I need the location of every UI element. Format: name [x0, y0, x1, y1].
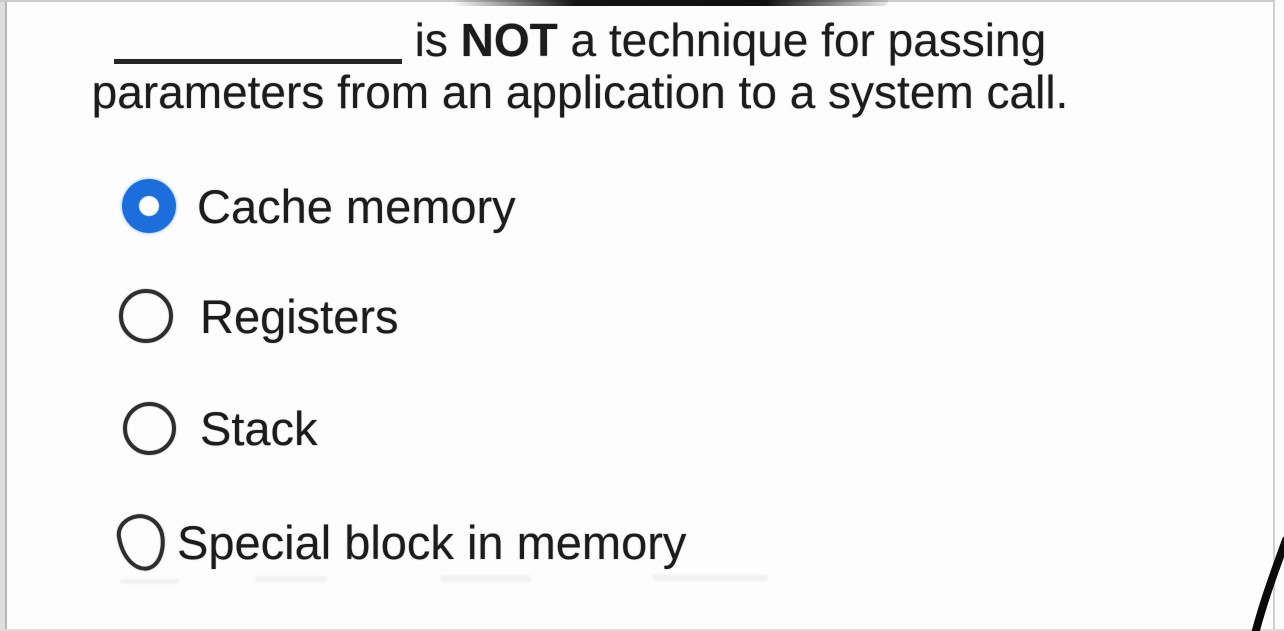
right-edge-line: [1273, 0, 1275, 631]
radio-unselected-icon[interactable]: [123, 402, 176, 455]
smudge-artifact: [255, 576, 327, 582]
question-text: ____________ is NOT a technique for pass…: [76, 14, 1084, 118]
bottom-edge-line: [0, 629, 1284, 631]
left-edge-shadow: [0, 0, 5, 631]
smudge-artifact: [652, 574, 768, 581]
smudge-artifact: [440, 575, 532, 582]
right-edge-margin: [1275, 0, 1284, 631]
question-part-after-not: a technique for passing: [570, 14, 1047, 66]
top-edge-dark-bar: [452, 0, 888, 6]
smudge-artifact: [120, 579, 180, 584]
question-part-before-not: is: [414, 14, 448, 66]
option-label[interactable]: Cache memory: [197, 179, 516, 233]
option-stack[interactable]: Stack: [123, 402, 318, 455]
left-edge-line: [5, 0, 7, 631]
option-special-block-in-memory[interactable]: Special block in memory: [114, 511, 687, 574]
option-cache-memory[interactable]: Cache memory: [122, 179, 516, 233]
question-line2: parameters from an application to a syst…: [91, 66, 1069, 118]
question-not-emphasis: NOT: [460, 14, 558, 66]
option-label[interactable]: Stack: [200, 402, 318, 455]
radio-unselected-icon[interactable]: [114, 511, 169, 574]
option-registers[interactable]: Registers: [119, 289, 399, 343]
radio-unselected-icon[interactable]: [119, 289, 173, 343]
option-label[interactable]: Special block in memory: [177, 516, 687, 569]
radio-selected-icon[interactable]: [122, 179, 176, 233]
option-label[interactable]: Registers: [200, 289, 399, 343]
blank-line: ____________: [113, 17, 402, 64]
